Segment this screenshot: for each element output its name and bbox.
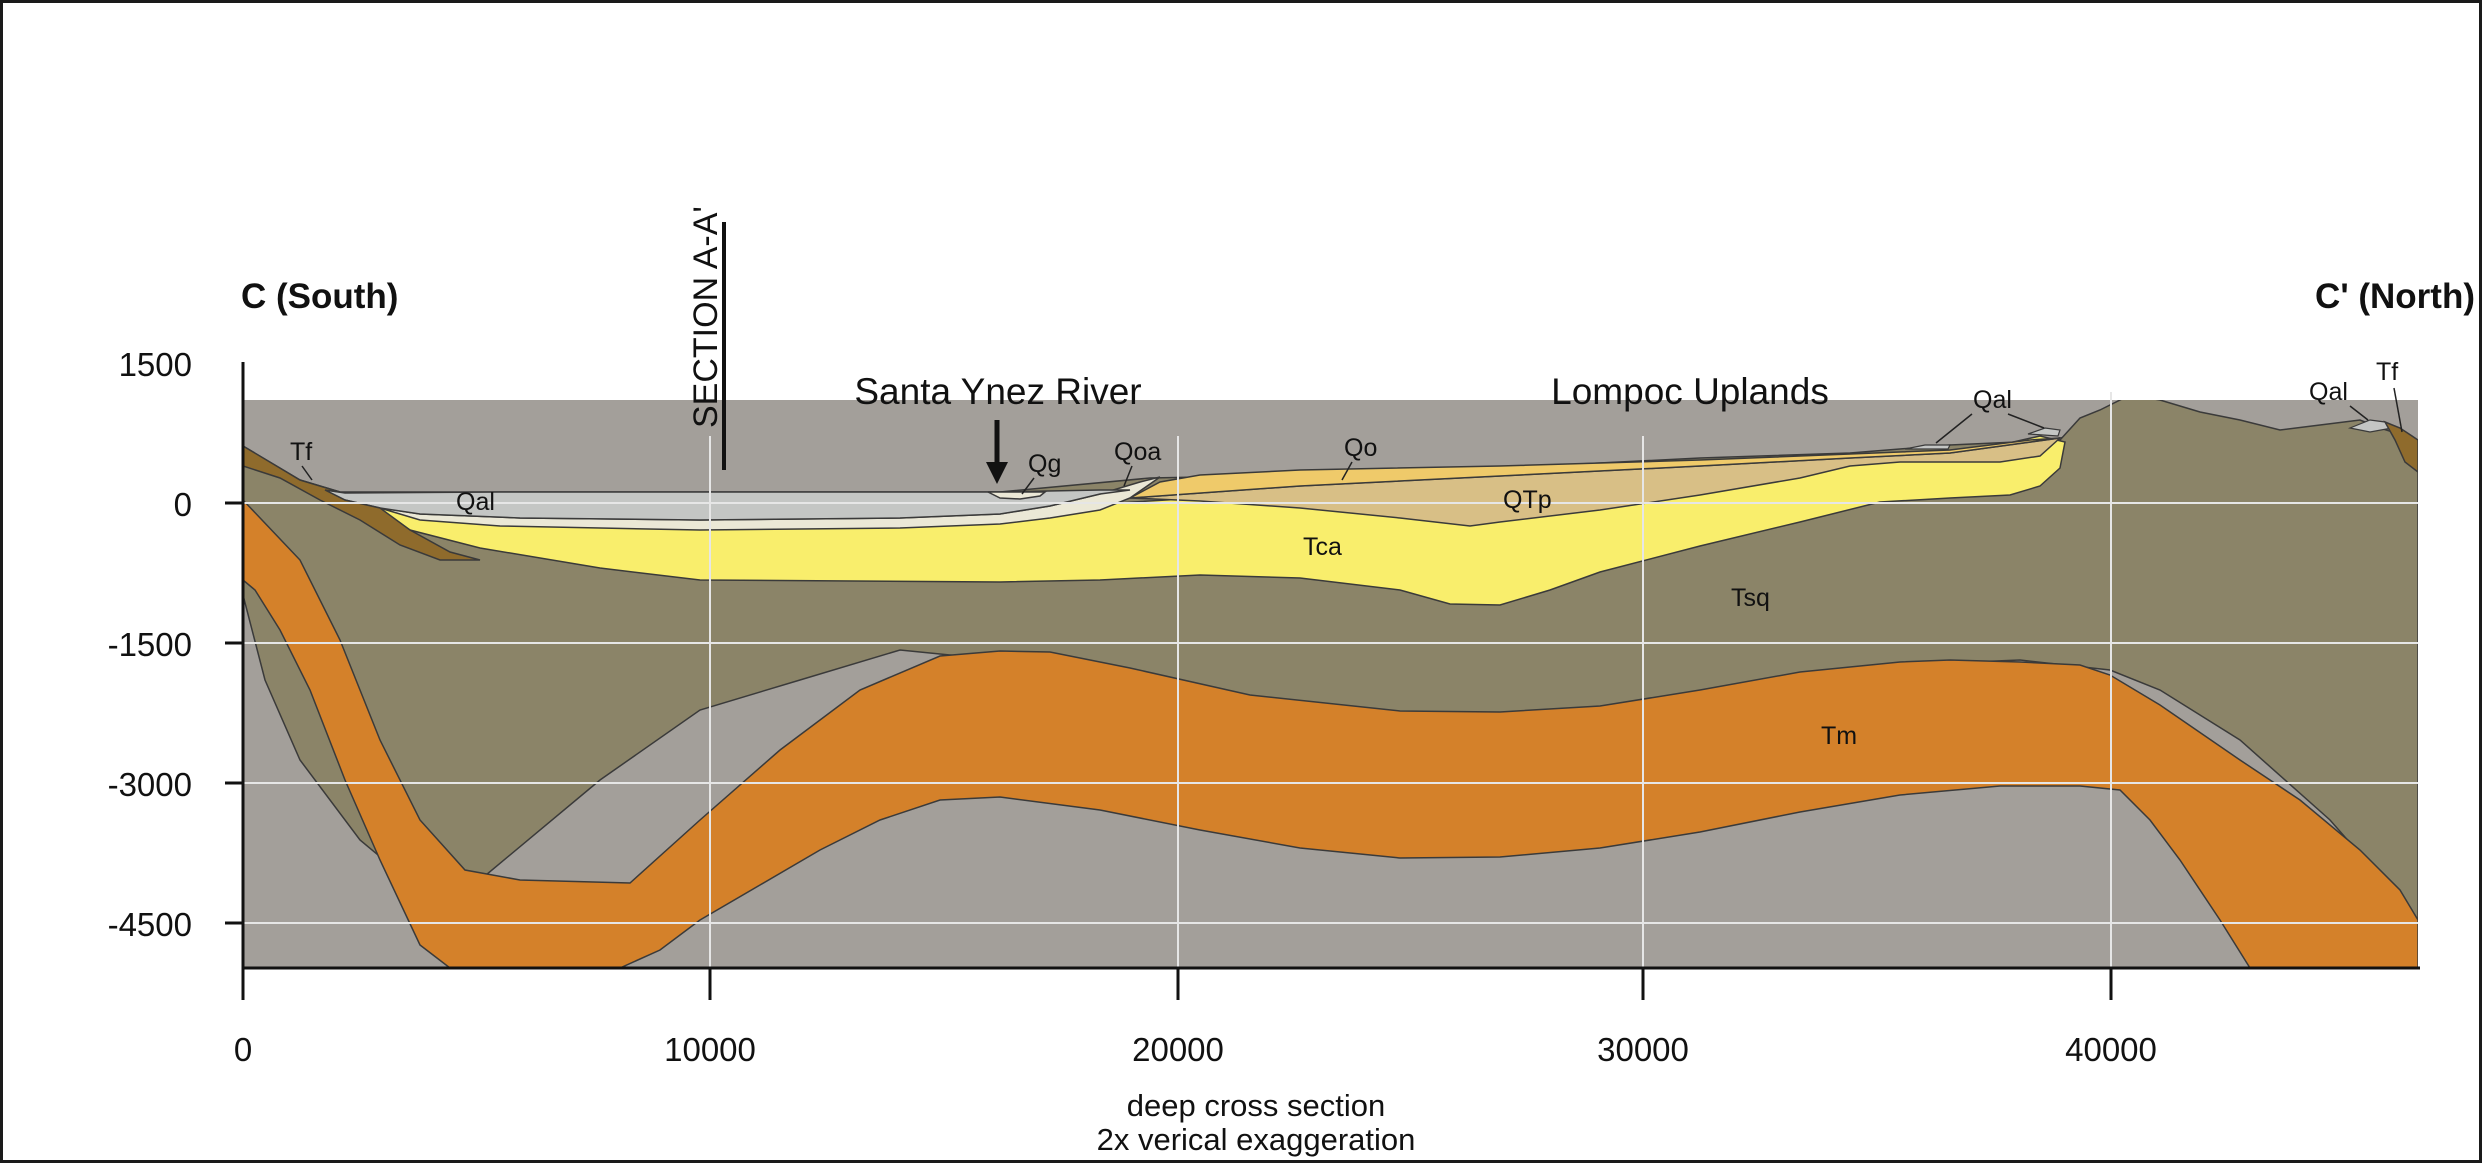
y-tick-label: -4500	[108, 906, 192, 943]
y-tick-label: 1500	[119, 346, 192, 383]
uplands-label: Lompoc Uplands	[1551, 371, 1829, 412]
geologic-units	[243, 400, 2418, 968]
qal-north-patch-2	[2027, 427, 2061, 437]
unit-label-tca: Tca	[1303, 533, 1342, 561]
x-tick-label: 10000	[664, 1031, 756, 1068]
x-tick-label: 20000	[1132, 1031, 1224, 1068]
section-start-label: C (South)	[241, 277, 398, 316]
leader-line	[1123, 465, 1133, 487]
unit-label-qo: Qo	[1344, 434, 1377, 462]
caption-line-2: 2x verical exaggeration	[1097, 1122, 1416, 1157]
unit-label-tf-right: Tf	[2376, 358, 2398, 386]
river-arrow-icon	[986, 420, 1008, 484]
unit-label-qtp: QTp	[1503, 486, 1552, 514]
section-end-label: C' (North)	[2315, 277, 2475, 316]
unit-label-qal-mid: Qal	[1973, 386, 2012, 414]
y-tick-label: -1500	[108, 626, 192, 663]
river-label: Santa Ynez River	[854, 371, 1141, 412]
qo-unit	[1129, 437, 2061, 499]
unit-label-tm: Tm	[1821, 722, 1857, 750]
unit-label-qoa: Qoa	[1114, 438, 1161, 466]
x-tick-label: 30000	[1597, 1031, 1689, 1068]
caption-line-1: deep cross section	[1127, 1088, 1385, 1123]
qal-unit	[324, 489, 1131, 521]
unit-label-tf-left: Tf	[290, 438, 312, 466]
unit-label-tsq: Tsq	[1731, 584, 1770, 612]
axes	[225, 362, 2420, 1000]
unit-label-qal-right: Qal	[2309, 378, 2348, 406]
leader-line	[2393, 387, 2403, 433]
unit-label-qal-left: Qal	[456, 488, 495, 516]
leader-line	[1021, 477, 1035, 495]
tm-unit	[243, 498, 2418, 968]
qg-unit	[987, 491, 1048, 500]
qal-north-patch	[1904, 444, 1951, 450]
leader-line	[2007, 413, 2045, 429]
leader-line	[1341, 461, 1353, 481]
section-marker-label: SECTION A-A'	[687, 206, 725, 428]
grid-lines	[243, 392, 2418, 968]
tf-left-unit	[243, 445, 481, 561]
leader-line	[1935, 413, 1973, 444]
x-tick-label: 40000	[2065, 1031, 2157, 1068]
y-tick-label: -3000	[108, 766, 192, 803]
leader-line	[2349, 405, 2369, 421]
leader-line	[301, 465, 313, 481]
x-tick-label: 0	[234, 1031, 252, 1068]
unit-label-qg: Qg	[1028, 450, 1061, 478]
tf-right-unit	[2383, 420, 2418, 473]
y-tick-label: 0	[174, 486, 192, 523]
